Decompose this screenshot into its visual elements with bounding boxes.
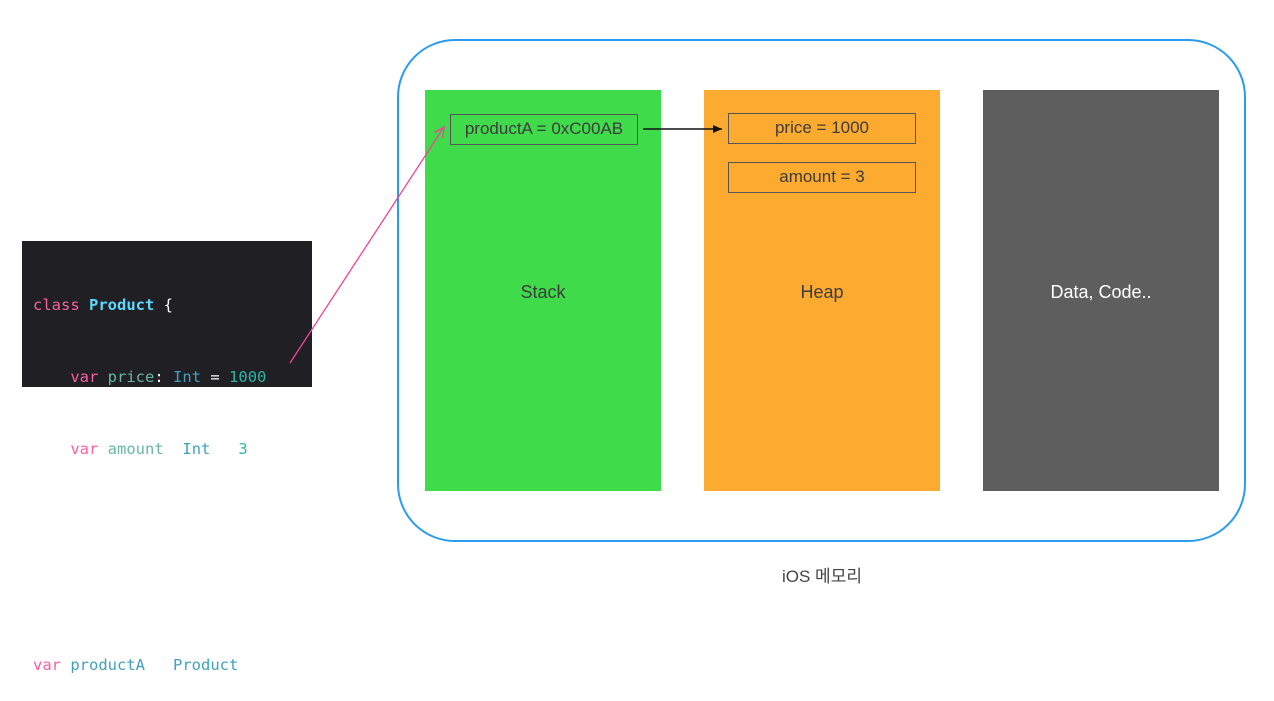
- equals: =: [201, 368, 230, 386]
- keyword-class: class: [33, 296, 80, 314]
- property-amount: amount: [107, 440, 164, 458]
- type-int: Int: [173, 368, 202, 386]
- equals: =: [145, 656, 173, 674]
- call-parens: (): [238, 656, 257, 674]
- instance-name: productA: [70, 656, 145, 674]
- stack-region: Stack: [425, 90, 661, 491]
- heap-price-box: price = 1000: [728, 113, 916, 144]
- class-name: Product: [89, 296, 155, 314]
- code-line-close: }: [33, 509, 312, 533]
- type-int: Int: [182, 440, 211, 458]
- code-snippet: class Product { var price: Int = 1000 va…: [22, 241, 312, 674]
- memory-caption: iOS 메모리: [782, 567, 862, 586]
- data-code-label: Data, Code..: [1050, 282, 1152, 302]
- price-literal: 1000: [229, 368, 267, 386]
- heap-region: Heap: [704, 90, 940, 491]
- heap-label: Heap: [800, 282, 844, 302]
- open-brace: {: [154, 296, 174, 314]
- stack-label: Stack: [520, 282, 566, 302]
- constructor-call: Product: [173, 656, 239, 674]
- data-code-region: Data, Code..: [983, 90, 1219, 491]
- stack-pointer-box: productA = 0xC00AB: [450, 114, 638, 145]
- heap-amount-box: amount = 3: [728, 162, 916, 193]
- equals: =: [210, 440, 239, 458]
- code-line-amount: var amount: Int = 3: [33, 437, 312, 461]
- colon: :: [163, 440, 174, 458]
- keyword-var: var: [70, 440, 99, 458]
- keyword-var: var: [70, 368, 99, 386]
- code-line-price: var price: Int = 1000: [33, 365, 312, 389]
- property-price: price: [107, 368, 155, 386]
- code-line-instance: var productA = Product(): [33, 653, 312, 677]
- colon: :: [154, 368, 164, 386]
- keyword-var: var: [33, 656, 61, 674]
- amount-literal: 3: [238, 440, 248, 458]
- close-brace: }: [33, 512, 43, 530]
- code-line-class-decl: class Product {: [33, 293, 312, 317]
